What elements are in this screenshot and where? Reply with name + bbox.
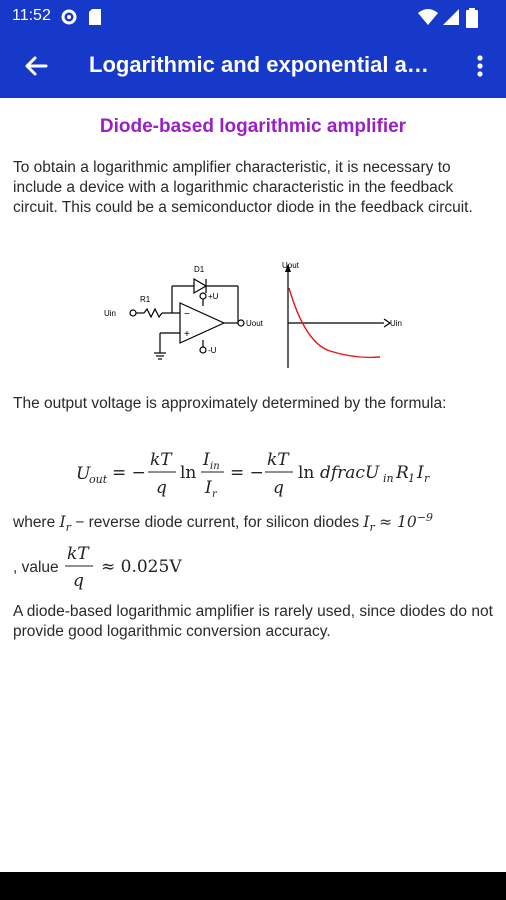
formula-kt-2: kT: [267, 450, 290, 470]
where-ir: Ir: [59, 513, 71, 535]
more-vert-icon[interactable]: [468, 50, 492, 82]
label-r1: R1: [140, 295, 151, 304]
formula-i-in: I: [202, 450, 210, 470]
article-content: Diode-based logarithmic amplifier To obt…: [0, 98, 506, 872]
formula-lhs: U: [76, 464, 91, 484]
formula-tail-sub: in: [383, 472, 394, 485]
formula-ln: ln: [180, 463, 196, 483]
label-plus-u: +U: [208, 292, 219, 301]
svg-text:−: −: [184, 309, 190, 320]
log-amplifier-diagram: − + D1 R1 Uin +U -U Uout Uout Uin: [104, 261, 402, 368]
where-paragraph: where Ir − reverse diode current, for si…: [13, 508, 495, 591]
closing-paragraph: A diode-based logarithmic amplifier is r…: [13, 603, 493, 640]
sd-card-icon: [89, 9, 101, 25]
where-label: where: [13, 514, 56, 532]
back-arrow-icon[interactable]: [20, 50, 52, 82]
intro-paragraph: To obtain a logarithmic amplifier charac…: [13, 159, 473, 216]
formula-q: q: [156, 478, 167, 498]
svg-text:+: +: [184, 329, 190, 340]
formula-i-r: I: [204, 478, 212, 498]
settings-icon: [61, 9, 77, 25]
formula-tail-r-sub: 1: [408, 472, 415, 485]
output-paragraph: The output voltage is approximately dete…: [13, 395, 447, 412]
graph-y-label: Uout: [282, 261, 300, 270]
svg-text:= −: = −: [230, 463, 264, 483]
log-formula: U out = − kT q ln I in I r = − kT q ln d…: [76, 450, 430, 500]
value-q: q: [73, 571, 84, 591]
value-label: , value: [13, 559, 59, 577]
formula-tail-i: I: [416, 463, 424, 483]
value-line: , value kT q ≈ 0.025V: [13, 542, 495, 592]
where-rest: − reverse diode current, for silicon dio…: [70, 514, 364, 532]
app-bar: Logarithmic and exponential amplifiers: [0, 34, 506, 98]
where-exponent: −9: [416, 511, 433, 524]
formula-ln-2: ln: [298, 463, 314, 483]
system-navigation-bar: [0, 872, 506, 900]
label-uin: Uin: [104, 309, 116, 318]
label-d1: D1: [194, 265, 205, 274]
battery-icon: [466, 8, 478, 28]
value-num: ≈ 0.025V: [101, 557, 182, 577]
formula-kt: kT: [150, 450, 173, 470]
where-ir-2: Ir: [363, 513, 375, 535]
section-heading: Diode-based logarithmic amplifier: [99, 116, 407, 137]
where-approx: ≈ 10: [379, 513, 417, 532]
svg-text:= −: = −: [112, 463, 146, 483]
page-title: Logarithmic and exponential amplifiers: [89, 52, 434, 77]
wifi-icon: [418, 9, 438, 25]
formula-tail-i-sub: r: [424, 472, 430, 485]
graph-x-label: Uin: [390, 319, 402, 328]
label-minus-u: -U: [208, 346, 217, 355]
formula-q-2: q: [273, 478, 284, 498]
signal-icon: [443, 9, 459, 25]
status-time: 11:52: [12, 7, 51, 24]
formula-i-in-sub: in: [210, 461, 220, 472]
value-fraction: kT q ≈ 0.025V: [65, 544, 182, 591]
formula-tail: dfracU: [320, 463, 380, 483]
formula-tail-r: R: [395, 463, 409, 483]
value-kt: kT: [67, 544, 90, 564]
label-uout: Uout: [246, 319, 264, 328]
formula-lhs-sub: out: [89, 473, 108, 486]
formula-i-r-sub: r: [212, 489, 218, 500]
status-bar: 11:52: [0, 0, 506, 34]
